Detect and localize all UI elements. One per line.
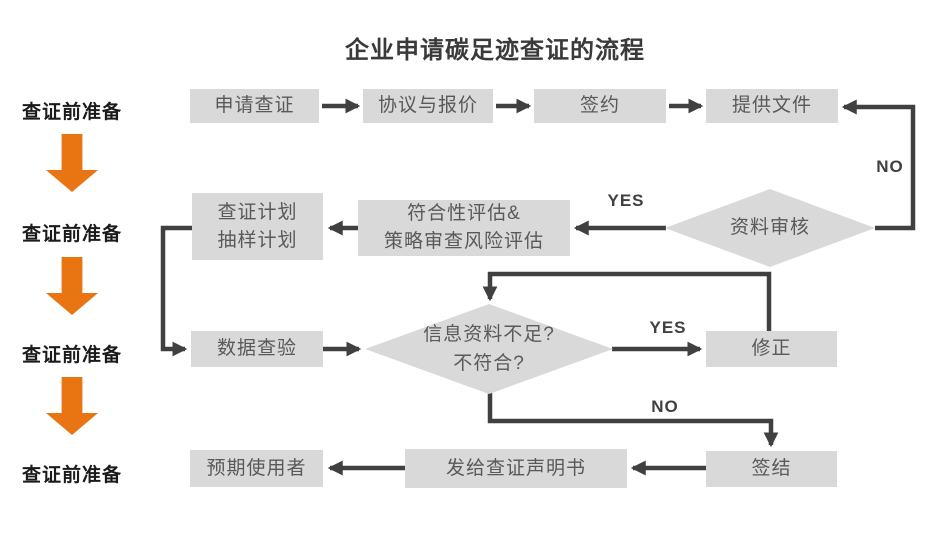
node-plan-line1: 查证计划 <box>217 201 298 223</box>
page-title: 企业申请碳足迹查证的流程 <box>345 37 645 64</box>
node-plan: 查证计划 抽样计划 <box>192 193 323 260</box>
connector-plan-data-check <box>160 225 192 357</box>
node-agreement: 协议与报价 <box>363 89 493 123</box>
node-statement: 发给查证声明书 <box>405 449 627 488</box>
connector-revise-feedback-insufficient <box>482 271 772 331</box>
edge-label-no-low: NO <box>651 397 679 416</box>
stage-label-4: 查证前准备 <box>22 465 123 486</box>
node-insufficient-line1: 信息资料不足? <box>423 323 555 345</box>
node-revise: 修正 <box>706 331 837 367</box>
stage-label-2: 查证前准备 <box>22 224 123 245</box>
node-close: 签结 <box>706 451 837 487</box>
node-sign: 签约 <box>534 89 666 123</box>
node-assessment: 符合性评估& 策略审查风险评估 <box>358 200 570 256</box>
node-apply: 申请查证 <box>190 89 319 123</box>
node-provide-docs: 提供文件 <box>706 89 838 123</box>
edge-label-no-top: NO <box>876 157 904 176</box>
edge-label-yes-low: YES <box>649 318 687 337</box>
node-users: 预期使用者 <box>190 450 323 487</box>
node-plan-line2: 抽样计划 <box>217 229 298 251</box>
node-insufficient-line2: 不符合? <box>453 353 525 374</box>
stage-label-3: 查证前准备 <box>22 345 123 366</box>
node-assessment-line2: 策略审查风险评估 <box>383 231 544 252</box>
node-data-check: 数据查验 <box>191 331 323 367</box>
connector-insufficient-no-close <box>487 393 779 448</box>
connector-review-no-provide-docs <box>841 99 916 231</box>
node-assessment-line1: 符合性评估& <box>407 203 521 225</box>
stage-label-1: 查证前准备 <box>22 102 123 123</box>
edge-label-yes-mid: YES <box>607 191 645 210</box>
